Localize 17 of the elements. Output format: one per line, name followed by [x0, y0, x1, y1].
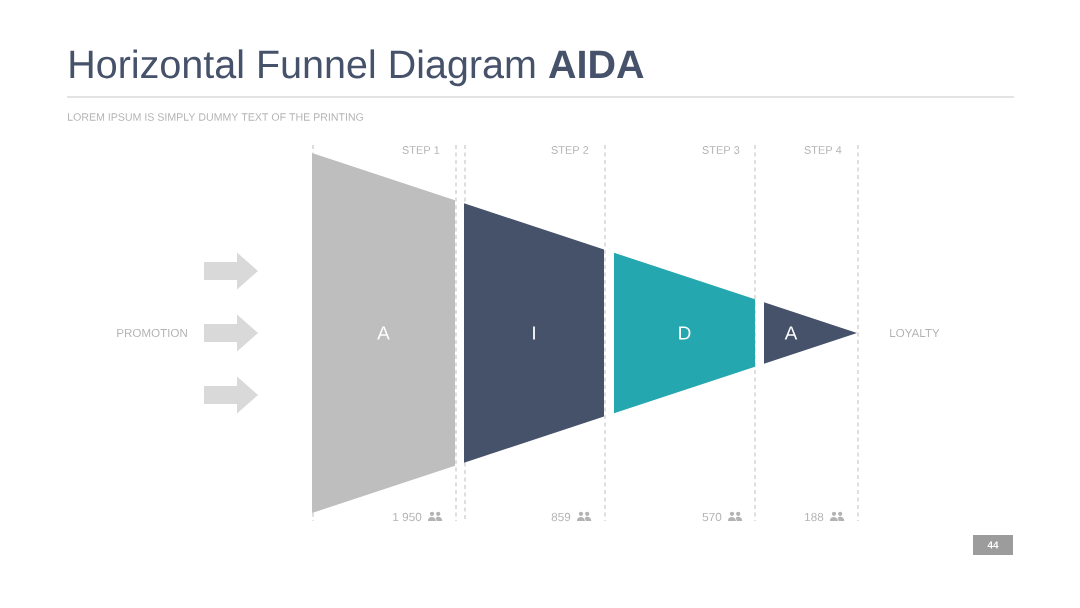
- count-label: 570: [702, 512, 722, 522]
- step-label: STEP 4: [804, 146, 842, 154]
- side-label: LOYALTY: [890, 328, 940, 338]
- step-label: STEP 1: [402, 146, 440, 154]
- step-label: STEP 3: [702, 146, 740, 154]
- count-label: 1 950: [393, 512, 422, 522]
- funnel-segment: A: [764, 302, 857, 364]
- count-label: 859: [551, 512, 571, 522]
- title: Horizontal Funnel Diagram AIDA: [70, 49, 644, 87]
- side-label: PROMOTION: [117, 328, 187, 338]
- funnel-segment: D: [614, 252, 755, 414]
- step-label: STEP 2: [551, 146, 589, 154]
- funnel-segment: A: [312, 153, 455, 513]
- count-label: 188: [805, 512, 824, 522]
- funnel-segment: I: [464, 203, 604, 463]
- subtitle: LOREM IPSUM IS SIMPLY DUMMY TEXT OF THE PRINTING: [68, 113, 364, 121]
- page-number: 44: [973, 535, 1013, 555]
